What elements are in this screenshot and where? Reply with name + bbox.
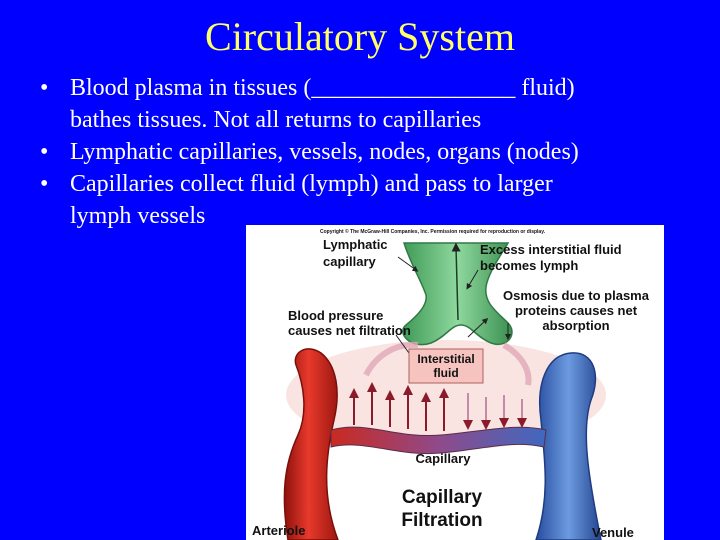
capillary-filtration-figure: Copyright © The McGraw-Hill Companies, I… xyxy=(246,225,664,540)
bullet-marker: • xyxy=(40,171,49,197)
osmosis-label: absorption xyxy=(542,318,609,333)
interstitial-fluid-label: fluid xyxy=(433,366,458,380)
capillary-label: Capillary xyxy=(416,451,472,466)
bullet-marker: • xyxy=(40,75,49,101)
bullet-item: • Lymphatic capillaries, vessels, nodes,… xyxy=(40,136,710,168)
blood-pressure-label: causes net filtration xyxy=(288,323,411,338)
bullet-line: lymph vessels xyxy=(70,203,206,229)
figure-caption: Filtration xyxy=(401,510,482,531)
bullet-list: • Blood plasma in tissues (_____________… xyxy=(40,72,710,232)
arteriole-label: Arteriole xyxy=(252,523,305,538)
bullet-line: Blood plasma in tissues (_______________… xyxy=(70,75,575,101)
lymphatic-capillary-label: capillary xyxy=(323,254,377,269)
interstitial-fluid-label: Interstitial xyxy=(417,352,474,366)
blood-pressure-label: Blood pressure xyxy=(288,308,383,323)
bullet-item: • Capillaries collect fluid (lymph) and … xyxy=(40,168,710,232)
excess-fluid-label: Excess interstitial fluid xyxy=(480,242,622,257)
lymphatic-capillary-label: Lymphatic xyxy=(323,237,388,252)
osmosis-label: Osmosis due to plasma xyxy=(503,288,650,303)
absorption-arrows xyxy=(463,393,527,430)
arteriole-vessel xyxy=(283,348,339,540)
figure-caption: Capillary xyxy=(402,487,483,508)
copyright-notice: Copyright © The McGraw-Hill Companies, I… xyxy=(320,228,546,235)
excess-fluid-label: becomes lymph xyxy=(480,258,578,273)
bullet-line: bathes tissues. Not all returns to capil… xyxy=(70,107,482,133)
venule-label: Venule xyxy=(592,525,634,540)
figure-illustration: Copyright © The McGraw-Hill Companies, I… xyxy=(252,228,650,540)
bullet-line: Capillaries collect fluid (lymph) and pa… xyxy=(70,171,553,197)
capillary-vessel xyxy=(330,426,547,455)
interstitial-fluid-box xyxy=(408,348,484,384)
bullet-marker: • xyxy=(40,139,49,165)
osmosis-label: proteins causes net xyxy=(515,303,638,318)
venule-vessel xyxy=(535,352,602,540)
filtration-arrows xyxy=(349,382,449,431)
bullet-line: Lymphatic capillaries, vessels, nodes, o… xyxy=(70,139,579,165)
slide-title: Circulatory System xyxy=(205,14,515,59)
bullet-item: • Blood plasma in tissues (_____________… xyxy=(40,72,710,136)
